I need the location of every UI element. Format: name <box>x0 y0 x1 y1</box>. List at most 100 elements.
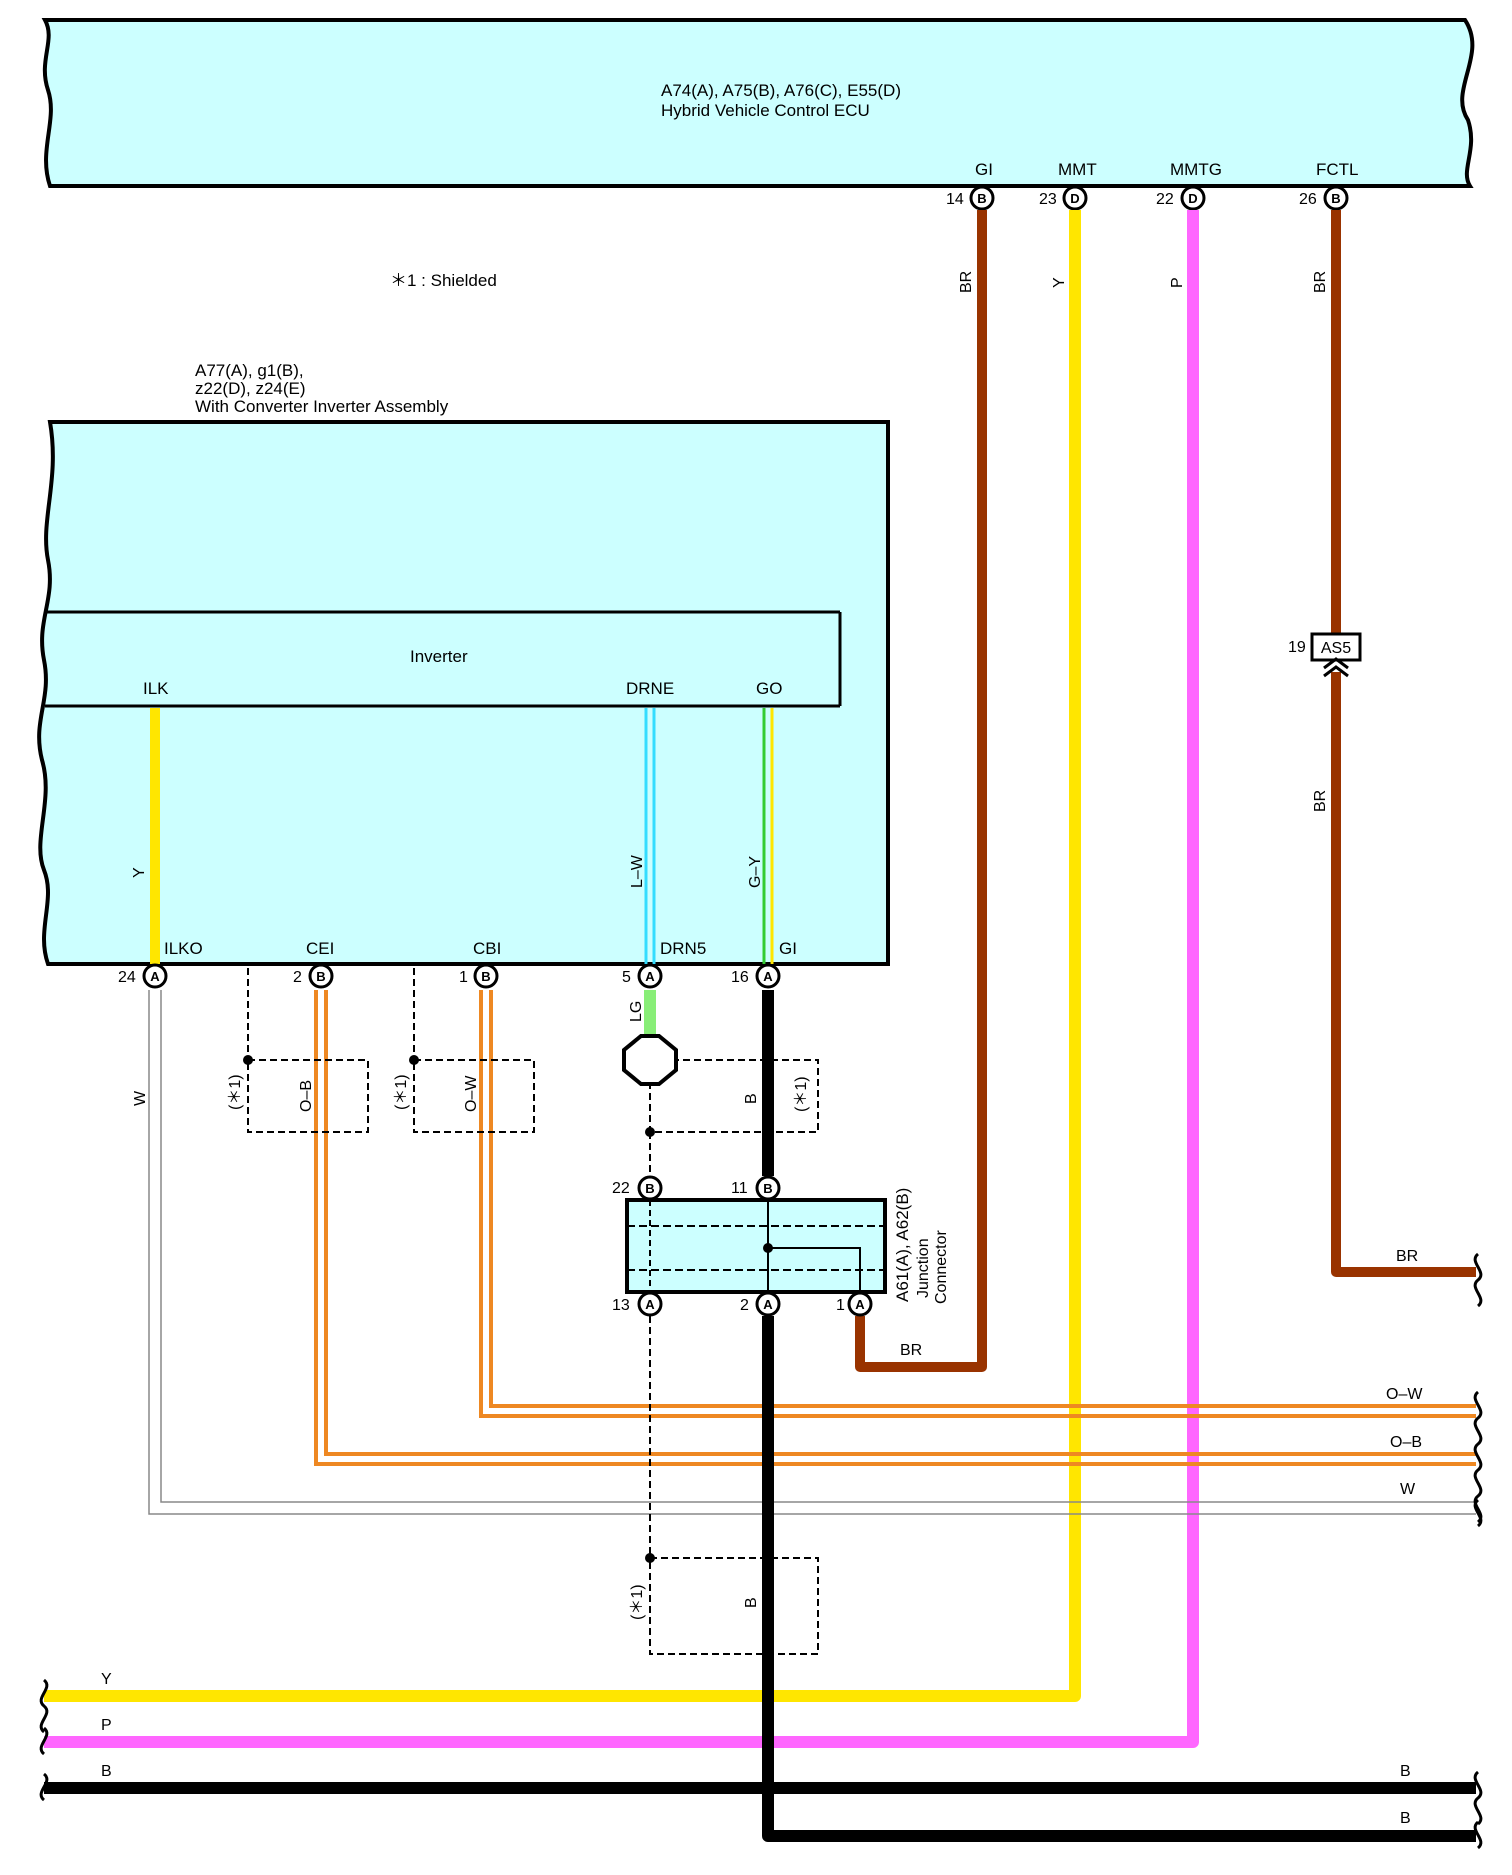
wire-label-p-mmtg: P <box>1169 277 1186 288</box>
pin-number: 26 <box>1299 191 1317 208</box>
ecu-pin-mmt: 23 D <box>1039 185 1088 211</box>
wire-label-b-bottom-right-1: B <box>1400 1763 1411 1780</box>
junction-connector: A61(A), A62(B) Junction Connector <box>625 1188 950 1304</box>
wire-label-ob: O–B <box>298 1080 315 1112</box>
wire-ob-cei: O–B O–B <box>298 990 1476 1466</box>
ecu-terminal-fctl: FCTL <box>1316 160 1359 179</box>
shield-note: ＊1 : Shielded <box>390 271 497 290</box>
splice-pin: 19 <box>1288 639 1306 656</box>
inverter-internal-wires: Y L–W G–Y <box>131 708 774 964</box>
ecu-subtitle: Hybrid Vehicle Control ECU <box>661 101 870 120</box>
wire-ow-cbi: O–W O–W <box>463 990 1476 1418</box>
pin-number: 13 <box>612 1297 630 1314</box>
wire-label-y: Y <box>131 867 148 878</box>
wire-b-bus: B B B <box>44 1763 1476 1827</box>
ground-octagon-icon <box>622 1034 678 1086</box>
junction-pin-11: 11 B <box>731 1175 781 1201</box>
connector-letter: A <box>763 1297 773 1312</box>
shield-junction-dot <box>645 1553 655 1563</box>
inverter-assembly-title-1: A77(A), g1(B), <box>195 361 304 380</box>
connector-letter: A <box>150 969 160 984</box>
wire-y-mmt: Y Y <box>44 210 1081 1702</box>
ecu-terminal-gi: GI <box>975 160 993 179</box>
wire-label-ow-right: O–W <box>1386 1386 1423 1403</box>
connector-letter: A <box>855 1297 865 1312</box>
shield-cei <box>247 968 369 1133</box>
ecu-terminal-mmtg: MMTG <box>1170 160 1222 179</box>
assembly-pin-cei: 2 B <box>293 963 334 989</box>
wire-label-gy: G–Y <box>747 856 764 888</box>
connector-letter: B <box>977 191 986 206</box>
connector-letter: B <box>481 969 490 984</box>
connector-letter: B <box>316 969 325 984</box>
wire-label-br: BR <box>958 271 975 293</box>
ecu-title: A74(A), A75(B), A76(C), E55(D) <box>661 81 901 100</box>
assembly-terminal-gi: GI <box>779 939 797 958</box>
splice-as5: AS5 19 <box>1288 632 1362 678</box>
junction-line2: Junction <box>915 1238 932 1298</box>
pin-number: 5 <box>622 969 631 986</box>
wire-label-ow: O–W <box>463 1075 480 1112</box>
splice-name: AS5 <box>1321 640 1351 657</box>
wire-br-fctl: BR BR BR <box>1312 210 1476 1277</box>
ecu-terminal-mmt: MMT <box>1058 160 1097 179</box>
wire-label-br-junction: BR <box>900 1342 922 1359</box>
shield-lower <box>649 1316 819 1655</box>
inverter-assembly-subtitle: With Converter Inverter Assembly <box>195 397 449 416</box>
inverter-terminal-go: GO <box>756 679 782 698</box>
assembly-terminal-cei: CEI <box>306 939 334 958</box>
inverter-terminal-ilk: ILK <box>143 679 169 698</box>
pin-number: 23 <box>1039 191 1057 208</box>
pin-number: 1 <box>836 1297 845 1314</box>
junction-line3: Connector <box>933 1230 950 1304</box>
pin-number: 2 <box>740 1297 749 1314</box>
shield-junction-dot <box>409 1055 419 1065</box>
assembly-pin-drn5: 5 A <box>622 963 663 989</box>
inverter-assembly-title-2: z22(D), z24(E) <box>195 379 306 398</box>
inverter-terminal-drne: DRNE <box>626 679 674 698</box>
assembly-pin-ilko: 24 A <box>118 963 168 989</box>
wire-lg-drn5: LG <box>628 990 656 1036</box>
wire-label-br-right: BR <box>1396 1248 1418 1265</box>
shield-label-cei: (＊1) <box>227 1074 244 1110</box>
junction-pin-2: 2 A <box>740 1291 781 1317</box>
assembly-terminal-cbi: CBI <box>473 939 501 958</box>
ecu-pin-gi: 14 B <box>946 185 995 211</box>
pin-number: 22 <box>612 1180 630 1197</box>
ecu-box: A74(A), A75(B), A76(C), E55(D) Hybrid Ve… <box>41 18 1475 188</box>
assembly-pin-cbi: 1 B <box>459 963 499 989</box>
connector-letter: D <box>1188 191 1197 206</box>
wire-b-gi <box>762 990 1476 1842</box>
wire-label-b-bottom-right-2: B <box>1400 1810 1411 1827</box>
break-marks-left <box>39 1678 49 1802</box>
pin-number: 24 <box>118 969 136 986</box>
ecu-pin-mmtg: 22 D <box>1156 185 1206 211</box>
wire-label-y-bottom: Y <box>101 1671 112 1688</box>
pin-number: 1 <box>459 969 468 986</box>
pin-number: 14 <box>946 191 964 208</box>
wire-br-gi: BR BR <box>855 210 987 1372</box>
break-marks-right <box>1473 1252 1483 1850</box>
pin-number: 2 <box>293 969 302 986</box>
wire-w-ilko: W W <box>132 990 1476 1515</box>
assembly-terminal-ilko: ILKO <box>164 939 203 958</box>
connector-letter: B <box>645 1181 654 1196</box>
wire-label-lw: L–W <box>629 854 646 888</box>
ecu-pin-fctl: 26 B <box>1299 185 1349 211</box>
connector-letter: A <box>763 969 773 984</box>
shield-label-lower: (＊1) <box>629 1584 646 1620</box>
inverter-label: Inverter <box>410 647 468 666</box>
junction-pin-13: 13 A <box>612 1291 663 1317</box>
connector-letter: A <box>645 1297 655 1312</box>
shield-junction-dot <box>645 1127 655 1137</box>
shield-junction-dot <box>243 1055 253 1065</box>
inverter-assembly-box: Inverter ILK DRNE GO ILKO CEI CBI DRN5 G… <box>37 420 890 966</box>
shield-wire-label-b: B <box>743 1093 760 1104</box>
wire-label-b-bottom-left: B <box>101 1763 112 1780</box>
shield-gi <box>649 1059 819 1176</box>
wire-label-w-right: W <box>1400 1481 1416 1498</box>
pin-number: 16 <box>731 969 749 986</box>
shield-label-gi: (＊1) <box>793 1076 810 1112</box>
junction-pin-1: 1 A <box>836 1291 873 1317</box>
